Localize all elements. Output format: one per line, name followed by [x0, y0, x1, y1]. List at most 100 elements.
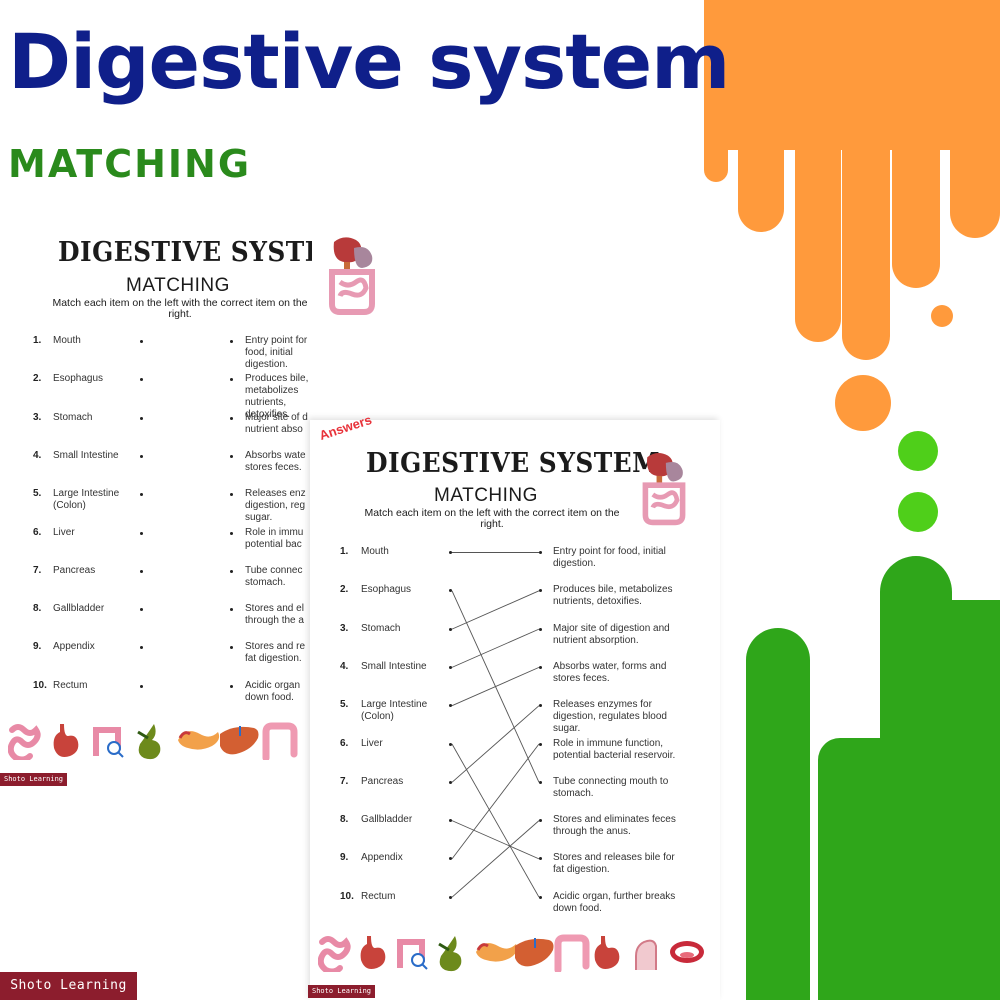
orange-drip-shape: [704, 0, 1000, 431]
item-number: 8.: [340, 814, 349, 826]
left-connector-dot: [449, 551, 452, 554]
worksheet-preview-answers: DIGESTIVE SYSTEM MATCHING Match each ite…: [310, 420, 720, 1000]
green-drip-shape: [746, 556, 1000, 1000]
right-item-description: Stores and el through the a: [245, 603, 304, 627]
right-connector-dot: [539, 665, 542, 669]
left-connector-dot: [449, 819, 452, 823]
left-item-label: Mouth: [53, 335, 81, 346]
right-connector-dot: [539, 895, 542, 899]
item-number: 10.: [340, 890, 354, 902]
item-number: 7.: [33, 564, 42, 576]
right-item-description: Major site of digestion and nutrient abs…: [553, 622, 670, 646]
right-item-description: Acidic organ, further breaks down food.: [553, 890, 676, 914]
left-connector-dot: [449, 627, 452, 631]
right-connector-dot: [230, 493, 233, 497]
item-number: 4.: [340, 660, 349, 672]
left-item-label: Rectum: [53, 679, 88, 691]
right-item-description: Major site of d nutrient abso: [245, 411, 308, 435]
table-row: 7. Pancreas Tube connecting mouth to stoma…: [310, 776, 720, 812]
right-item-description: Stores and re fat digestion.: [245, 641, 306, 665]
worksheet-instructions: Match each item on the left with the cor…: [52, 297, 308, 320]
brand-label-small: Shoto Learning: [308, 985, 376, 998]
right-connector-dot: [230, 531, 233, 535]
organ-icon-strip: [8, 722, 298, 760]
right-item-description: Role in immune function, potential bacte…: [553, 737, 676, 761]
left-connector-dot: [449, 742, 452, 746]
left-item-label: Large Intestine (Colon): [53, 488, 120, 512]
right-connector-dot: [539, 819, 542, 823]
left-item-label: Mouth: [361, 546, 389, 557]
right-connector-dot: [230, 608, 233, 612]
worksheet-subtitle: MATCHING: [126, 275, 230, 296]
right-item-description: Absorbs wate stores feces.: [245, 449, 306, 473]
left-item-label: Pancreas: [361, 775, 404, 787]
left-item-label: Gallbladder: [53, 603, 105, 615]
right-connector-dot: [230, 684, 233, 688]
left-item-label: Small Intestine: [361, 660, 427, 672]
table-row: 1. Mouth Entry point for food, initial dig…: [310, 546, 720, 582]
left-item-label: Liver: [361, 737, 383, 749]
left-item-label: Appendix: [361, 852, 403, 864]
item-number: 1.: [340, 546, 349, 557]
right-item-description: Tube connec stomach.: [245, 564, 303, 588]
left-item-label: Stomach: [361, 622, 401, 634]
left-connector-dot: [140, 646, 143, 650]
table-row: 3. Stomach Major site of digestion and nut…: [310, 623, 720, 659]
worksheet-subtitle: MATCHING: [434, 485, 538, 506]
left-item-label: Esophagus: [361, 584, 412, 596]
right-connector-dot: [539, 627, 542, 631]
green-dots: [898, 431, 938, 532]
organ-icon-strip: [318, 934, 704, 972]
left-connector-dot: [140, 416, 143, 420]
left-connector-dot: [449, 780, 452, 784]
gallbladder-icon: [438, 936, 462, 972]
right-connector-dot: [230, 646, 233, 650]
right-connector-dot: [539, 589, 542, 593]
pancreas-icon: [476, 943, 518, 962]
table-row: 5.Large Intestine (Colon)Releases enzyme…: [310, 699, 720, 735]
answer-line: [451, 590, 540, 630]
item-number: 9.: [33, 641, 42, 653]
left-connector-dot: [140, 378, 143, 382]
right-connector-dot: [539, 780, 542, 784]
left-item-label: Esophagus: [53, 373, 104, 385]
right-item-description: Produces bile, metabolizes nutrients, de…: [245, 373, 309, 421]
item-number: 3.: [33, 411, 42, 423]
page-headline: Digestive system: [8, 17, 730, 106]
liver-icon: [515, 938, 554, 967]
left-connector-dot: [449, 857, 452, 861]
liver-icon: [220, 726, 259, 755]
right-item-description: Acidic organ down food.: [245, 679, 301, 703]
item-number: 9.: [340, 852, 349, 864]
digestive-organs-icon: [642, 453, 686, 526]
left-connector-dot: [449, 589, 452, 593]
left-connector-dot: [140, 340, 143, 343]
answer-connection-lines: [451, 552, 540, 898]
right-connector-dot: [230, 378, 233, 382]
small-intestine-icon: [318, 936, 351, 972]
right-item-description: Releases enzymes for digestion, regulate…: [553, 699, 667, 735]
right-item-description: Entry point for food, initial digestion.: [245, 335, 308, 370]
answer-line: [451, 666, 540, 707]
small-intestine-icon: [8, 724, 41, 760]
item-number: 7.: [340, 775, 349, 787]
left-connector-dot: [449, 704, 452, 708]
colon-icon: [262, 722, 298, 760]
page-subheading: MATCHING: [8, 142, 252, 186]
answer-line: [451, 820, 540, 860]
right-item-description: Produces bile, metabolizes nutrients, de…: [553, 584, 673, 608]
item-number: 3.: [340, 622, 349, 634]
right-item-description: Tube connecting mouth to stomach.: [553, 775, 669, 799]
left-connector-dot: [140, 493, 143, 497]
right-item-description: Entry point for food, initial digestion.: [553, 546, 666, 569]
right-connector-dot: [230, 416, 233, 420]
worksheet-instructions: Match each item on the left with the cor…: [364, 507, 620, 530]
colon-icon: [554, 934, 590, 972]
